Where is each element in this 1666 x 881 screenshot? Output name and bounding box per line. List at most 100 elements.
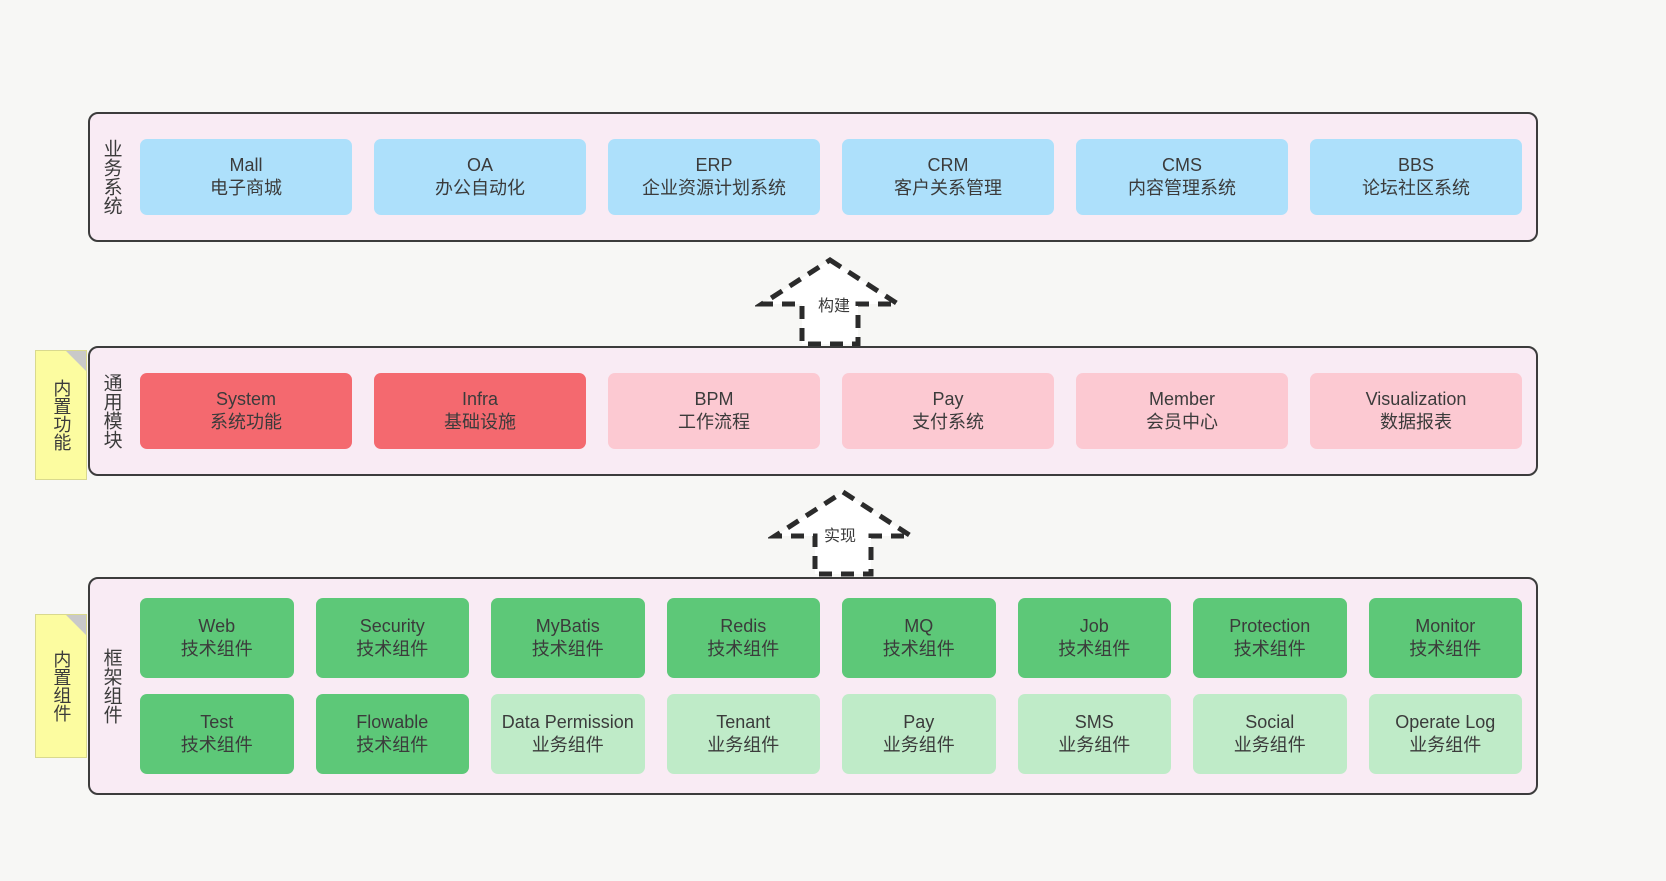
card-title: Data Permission: [501, 711, 634, 732]
card-title: Redis: [720, 615, 767, 636]
card-erp[interactable]: ERP 企业资源计划系统: [608, 139, 820, 215]
card-title: Member: [1148, 388, 1215, 409]
arrow-build: [753, 256, 907, 348]
card-subtitle: 技术组件: [1233, 639, 1306, 659]
band-title-common-modules: 通用模块: [100, 373, 122, 449]
card-bpm[interactable]: BPM 工作流程: [608, 373, 820, 449]
card-title: Web: [198, 615, 236, 636]
band-title-business-systems: 业务系统: [100, 139, 122, 215]
card-subtitle: 业务组件: [882, 735, 955, 755]
card-subtitle: 业务组件: [531, 735, 604, 755]
card-title: Protection: [1229, 615, 1311, 636]
card-redis[interactable]: Redis 技术组件: [666, 598, 820, 678]
card-operate-log[interactable]: Operate Log 业务组件: [1368, 694, 1522, 774]
card-flowable[interactable]: Flowable 技术组件: [315, 694, 469, 774]
card-protection[interactable]: Protection 技术组件: [1193, 598, 1347, 678]
card-title: Job: [1079, 615, 1109, 636]
note-builtin-function: 内置功能: [35, 350, 87, 480]
band-body-business-systems: Mall 电子商城 OA 办公自动化 ERP 企业资源计划系统 CRM 客户关系…: [132, 114, 1536, 240]
card-social[interactable]: Social 业务组件: [1193, 694, 1347, 774]
card-web[interactable]: Web 技术组件: [140, 598, 294, 678]
card-subtitle: 数据报表: [1380, 412, 1452, 432]
card-row: System 系统功能 Infra 基础设施 BPM 工作流程 Pay 支付系统…: [140, 373, 1522, 449]
band-body-framework-components: Web 技术组件 Security 技术组件 MyBatis 技术组件 Redi…: [132, 579, 1536, 793]
card-title: BPM: [694, 388, 734, 409]
card-mall[interactable]: Mall 电子商城: [140, 139, 352, 215]
card-title: Monitor: [1415, 615, 1476, 636]
card-subtitle: 系统功能: [210, 412, 282, 432]
card-subtitle: 论坛社区系统: [1362, 178, 1470, 198]
card-subtitle: 技术组件: [1409, 639, 1482, 659]
card-title: Infra: [461, 388, 499, 409]
card-visualization[interactable]: Visualization 数据报表: [1310, 373, 1522, 449]
band-common-modules: 通用模块 System 系统功能 Infra 基础设施 BPM 工作流程 Pay…: [88, 346, 1538, 476]
card-subtitle: 业务组件: [1409, 735, 1482, 755]
card-subtitle: 工作流程: [678, 412, 750, 432]
card-mybatis[interactable]: MyBatis 技术组件: [491, 598, 645, 678]
card-subtitle: 业务组件: [707, 735, 780, 755]
card-title: Mall: [229, 154, 263, 175]
card-subtitle: 业务组件: [1233, 735, 1306, 755]
card-subtitle: 基础设施: [444, 412, 516, 432]
card-title: MyBatis: [535, 615, 600, 636]
card-pay-component[interactable]: Pay 业务组件: [842, 694, 996, 774]
arrow-implement: [766, 488, 920, 578]
band-framework-components: 框架组件 Web 技术组件 Security 技术组件 MyBatis 技术组件…: [88, 577, 1538, 795]
note-text: 内置功能: [51, 379, 72, 451]
card-subtitle: 技术组件: [531, 639, 604, 659]
card-subtitle: 企业资源计划系统: [642, 178, 786, 198]
band-business-systems: 业务系统 Mall 电子商城 OA 办公自动化 ERP 企业资源计划系统 CRM…: [88, 112, 1538, 242]
card-data-permission[interactable]: Data Permission 业务组件: [491, 694, 645, 774]
card-subtitle: 技术组件: [180, 639, 253, 659]
card-title: Operate Log: [1395, 711, 1496, 732]
card-row: Mall 电子商城 OA 办公自动化 ERP 企业资源计划系统 CRM 客户关系…: [140, 139, 1522, 215]
card-title: CMS: [1162, 154, 1202, 175]
card-title: System: [215, 388, 276, 409]
card-system[interactable]: System 系统功能: [140, 373, 352, 449]
card-member[interactable]: Member 会员中心: [1076, 373, 1288, 449]
card-title: MQ: [904, 615, 934, 636]
card-subtitle: 技术组件: [1058, 639, 1131, 659]
card-title: Security: [359, 615, 425, 636]
card-mq[interactable]: MQ 技术组件: [842, 598, 996, 678]
card-title: Pay: [903, 711, 935, 732]
arrow-implement-label: 实现: [824, 528, 857, 545]
card-title: OA: [466, 154, 493, 175]
band-title-framework-components: 框架组件: [100, 648, 122, 724]
card-tenant[interactable]: Tenant 业务组件: [666, 694, 820, 774]
card-title: Visualization: [1365, 388, 1467, 409]
card-cms[interactable]: CMS 内容管理系统: [1076, 139, 1288, 215]
card-subtitle: 内容管理系统: [1128, 178, 1236, 198]
card-monitor[interactable]: Monitor 技术组件: [1368, 598, 1522, 678]
card-subtitle: 技术组件: [882, 639, 955, 659]
arrow-build-label: 构建: [818, 298, 851, 315]
card-job[interactable]: Job 技术组件: [1017, 598, 1171, 678]
card-infra[interactable]: Infra 基础设施: [374, 373, 586, 449]
card-sms[interactable]: SMS 业务组件: [1017, 694, 1171, 774]
card-security[interactable]: Security 技术组件: [315, 598, 469, 678]
card-row-business: Test 技术组件 Flowable 技术组件 Data Permission …: [140, 694, 1522, 774]
card-title: Pay: [932, 388, 964, 409]
card-title: SMS: [1074, 711, 1114, 732]
card-title: Flowable: [356, 711, 429, 732]
card-title: BBS: [1397, 154, 1435, 175]
card-title: Social: [1245, 711, 1295, 732]
card-crm[interactable]: CRM 客户关系管理: [842, 139, 1054, 215]
note-text: 内置组件: [51, 650, 72, 722]
band-body-common-modules: System 系统功能 Infra 基础设施 BPM 工作流程 Pay 支付系统…: [132, 348, 1536, 474]
card-subtitle: 技术组件: [707, 639, 780, 659]
card-oa[interactable]: OA 办公自动化: [374, 139, 586, 215]
card-subtitle: 技术组件: [356, 639, 429, 659]
card-title: Test: [200, 711, 234, 732]
card-title: CRM: [927, 154, 969, 175]
card-subtitle: 会员中心: [1146, 412, 1218, 432]
card-subtitle: 电子商城: [210, 178, 282, 198]
card-bbs[interactable]: BBS 论坛社区系统: [1310, 139, 1522, 215]
note-builtin-component: 内置组件: [35, 614, 87, 758]
card-test[interactable]: Test 技术组件: [140, 694, 294, 774]
card-title: Tenant: [716, 711, 771, 732]
card-title: ERP: [695, 154, 733, 175]
card-pay-module[interactable]: Pay 支付系统: [842, 373, 1054, 449]
card-subtitle: 技术组件: [180, 735, 253, 755]
